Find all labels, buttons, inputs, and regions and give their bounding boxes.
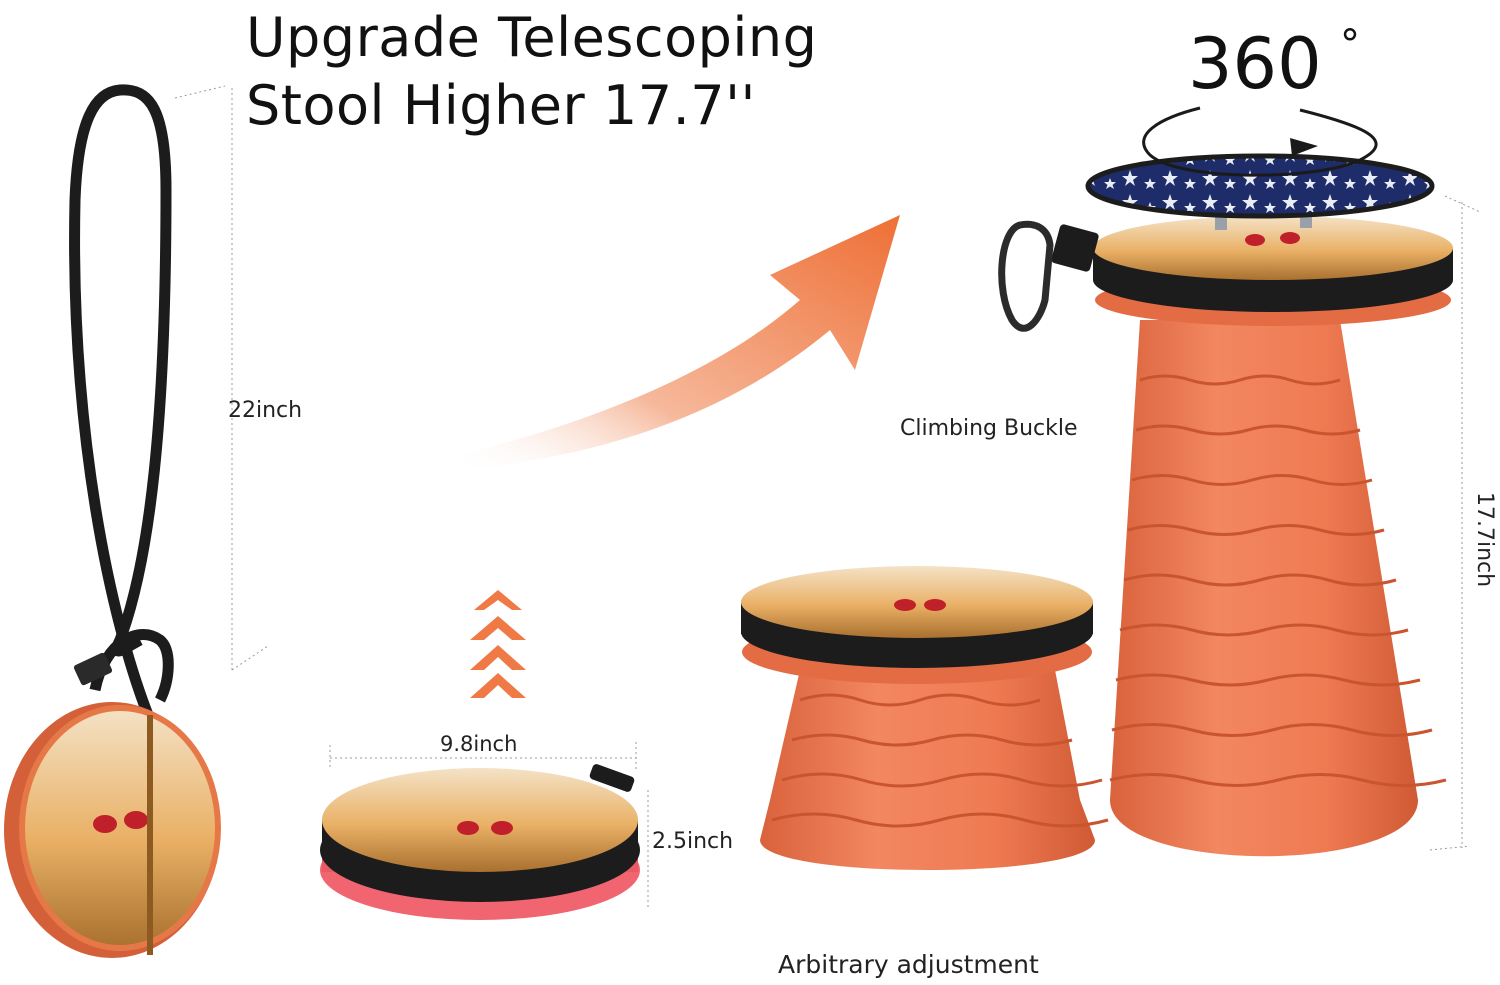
climbing-buckle-label: Climbing Buckle	[900, 416, 1078, 441]
diameter-label: 9.8inch	[440, 732, 518, 756]
length-label: 22inch	[228, 398, 303, 423]
chevron-arrows	[470, 590, 526, 698]
extended-height-label: 17.7inch	[1472, 492, 1497, 588]
headline: Upgrade Telescoping Stool Higher 17.7''	[246, 4, 906, 140]
dimension-line-9-8inch	[329, 742, 637, 770]
upgrade-arrow	[460, 215, 900, 470]
short-stool	[741, 566, 1109, 870]
dimension-line-22inch	[174, 85, 269, 671]
tall-stool	[998, 153, 1453, 857]
rotation-degree: °	[1340, 22, 1360, 68]
rotation-arrow	[1142, 106, 1378, 177]
folded-height-label: 2.5inch	[652, 829, 734, 854]
strap-stool	[4, 84, 221, 958]
rotation-label: 360	[1188, 23, 1322, 105]
dimension-line-17-7inch	[1429, 195, 1481, 851]
headline-line-1: Upgrade Telescoping	[246, 6, 818, 69]
headline-line-2: Stool Higher 17.7''	[246, 74, 756, 137]
folded-stool	[320, 764, 640, 920]
arbitrary-adjustment-label: Arbitrary adjustment	[778, 950, 1039, 979]
